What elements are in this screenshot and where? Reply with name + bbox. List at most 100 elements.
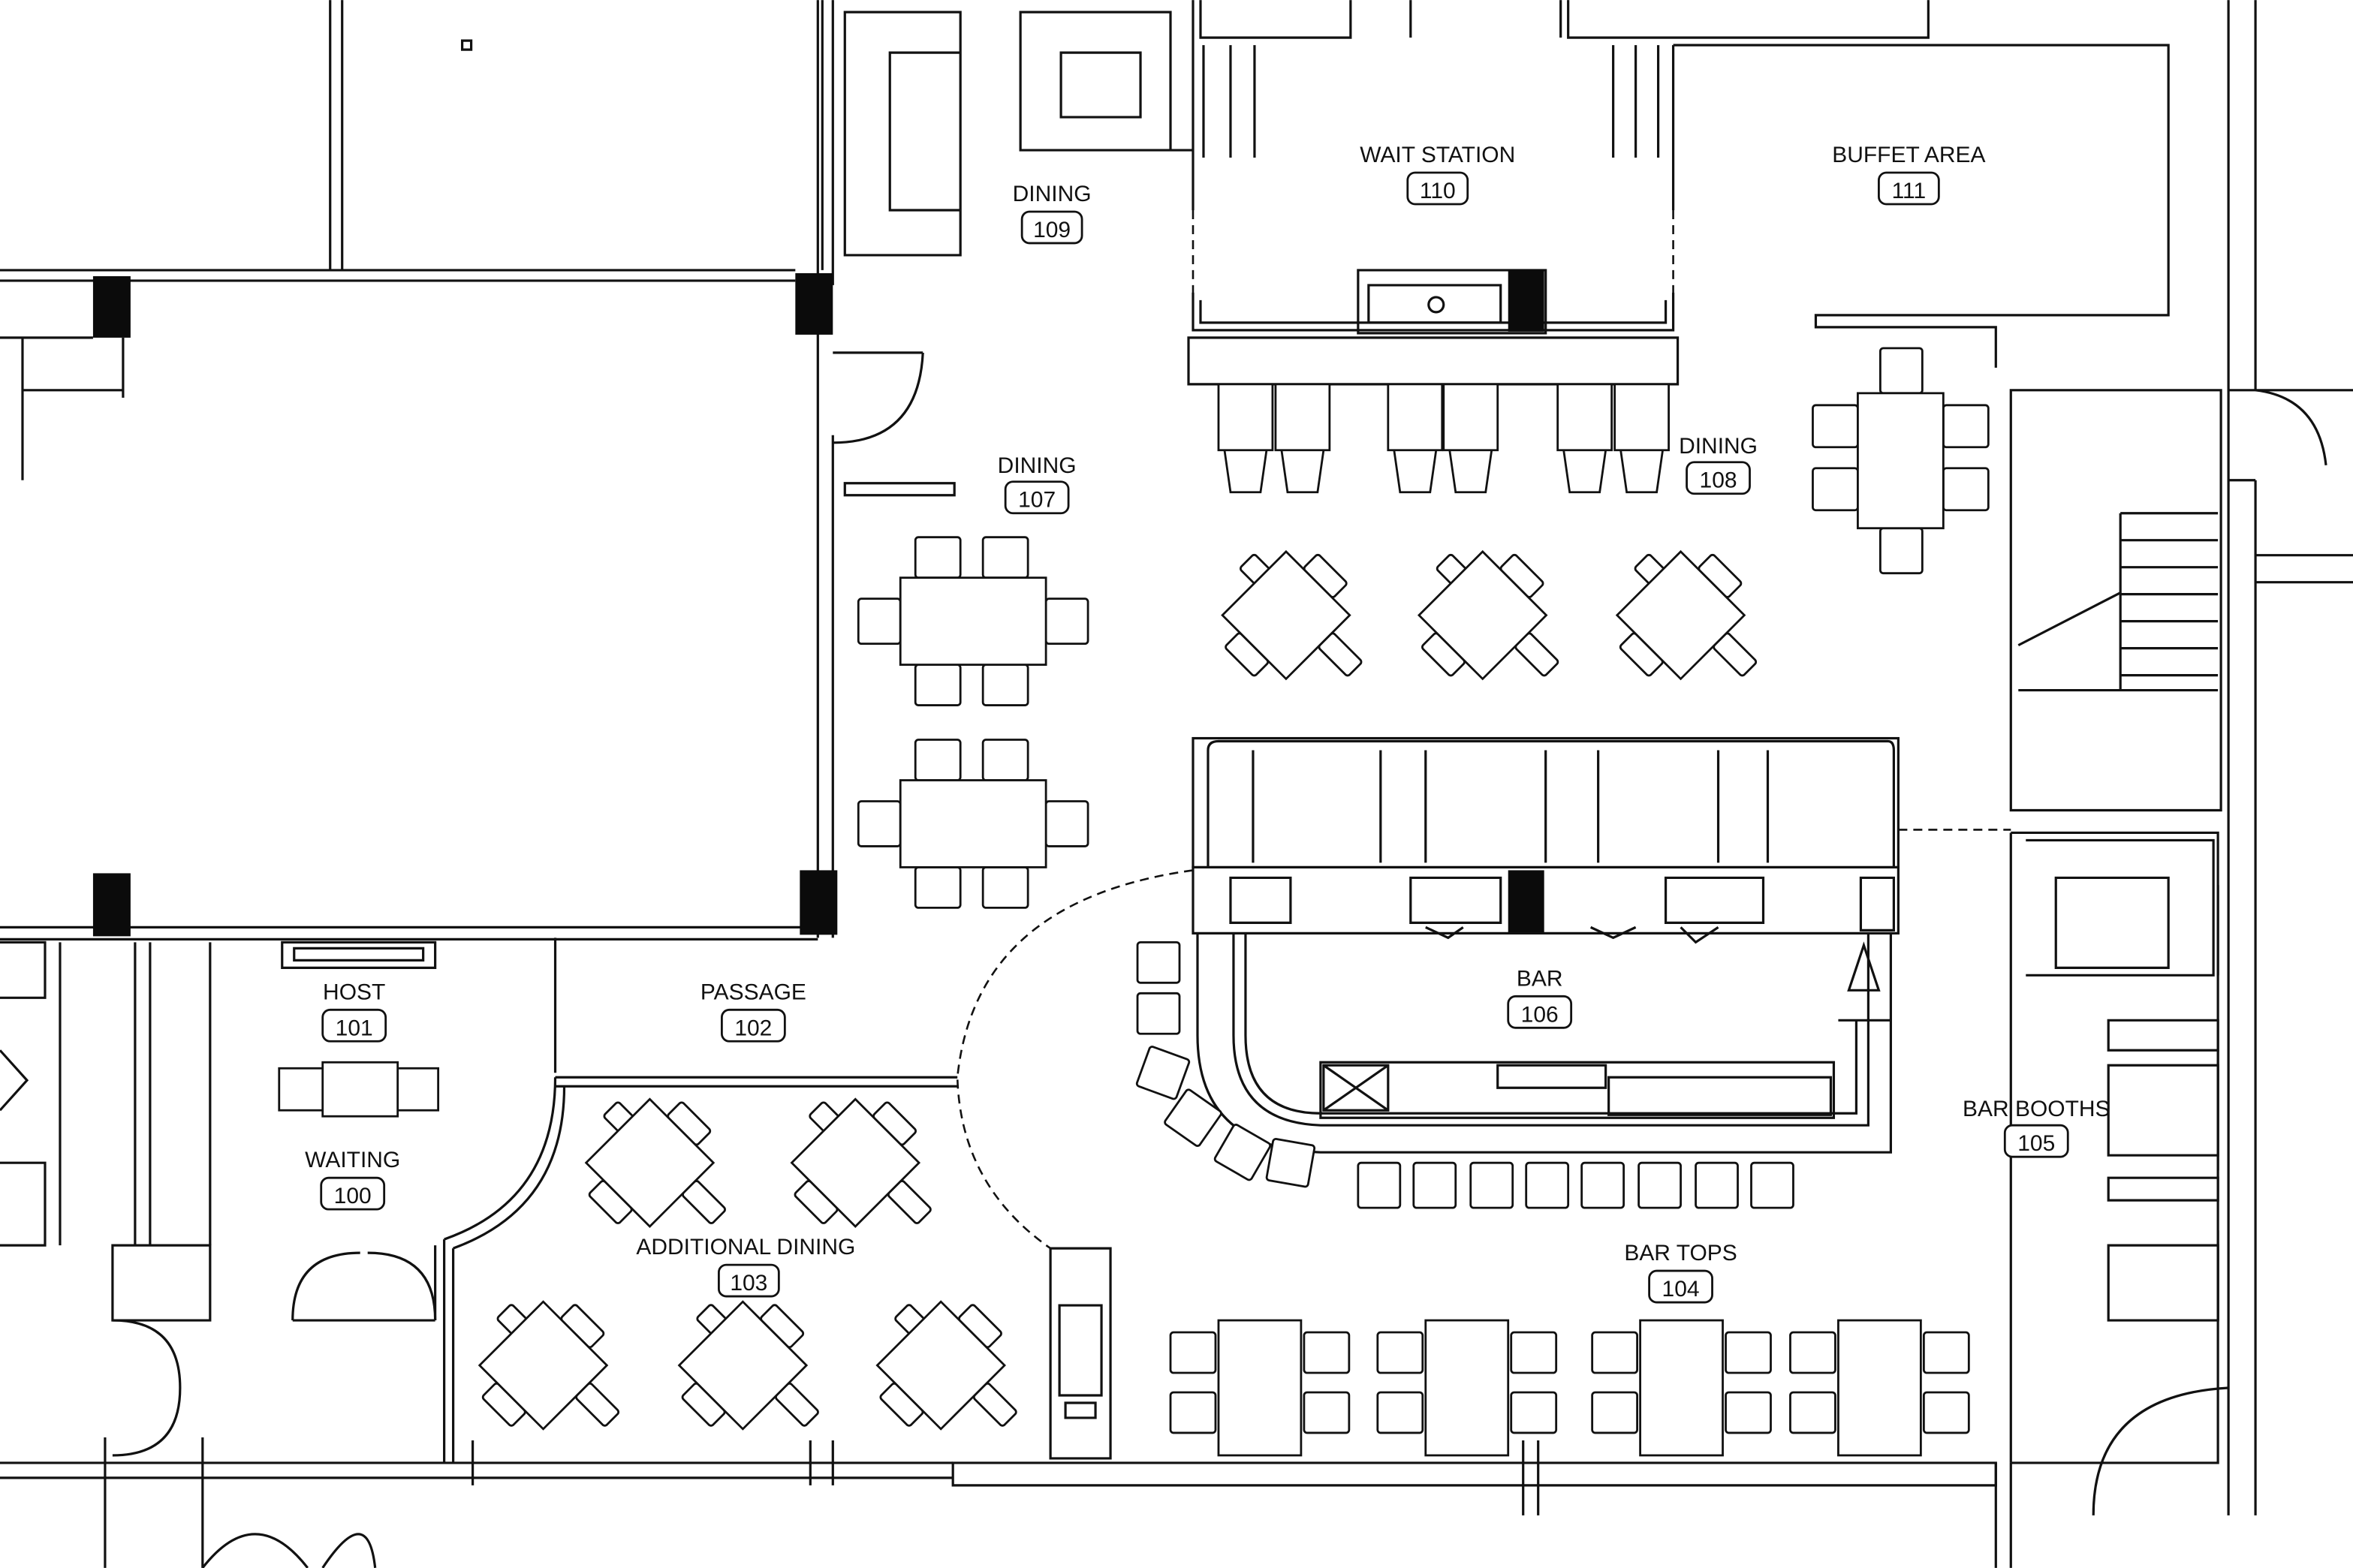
square-table [1221, 549, 1351, 681]
structural-columns [92, 269, 1544, 937]
chair [981, 739, 1029, 781]
room-label-buffet-area-111: BUFFET AREA 111 [1832, 143, 1986, 206]
room-label-bar-booths-105: BAR BOOTHS 105 [1963, 1097, 2110, 1158]
room-name: BAR TOPS [1624, 1241, 1737, 1266]
square-table [1417, 549, 1548, 681]
chair [914, 536, 962, 579]
counter-stool [1387, 383, 1444, 494]
chair [1591, 1391, 1639, 1434]
chair [1265, 1137, 1316, 1188]
square-table-group [1417, 549, 1559, 681]
room-label-host-101: HOST 101 [321, 980, 387, 1043]
rect-table-group [857, 536, 1089, 706]
stool [1442, 383, 1499, 494]
chair [857, 597, 902, 646]
stool [1387, 383, 1444, 494]
room-name: BUFFET AREA [1832, 143, 1985, 167]
bar-top-table-group [1591, 1319, 1772, 1457]
chair [981, 536, 1029, 579]
chair [1725, 1391, 1772, 1434]
room-number: 108 [1700, 468, 1737, 493]
chair [1136, 992, 1181, 1035]
bar-top-table [1424, 1319, 1510, 1457]
chair [1591, 1331, 1639, 1374]
dining-table [1857, 392, 1945, 530]
stool [1274, 383, 1331, 494]
chair [1695, 1161, 1739, 1209]
room-label-dining-109: DINING 109 [1013, 182, 1092, 245]
room-number: 100 [334, 1184, 372, 1208]
room-name: BAR BOOTHS [1963, 1097, 2110, 1121]
room-number: 106 [1521, 1002, 1559, 1027]
room-name: DINING [998, 453, 1077, 478]
counter-stool [1217, 383, 1274, 494]
chair [1637, 1161, 1682, 1209]
bar-top-table-group [1169, 1319, 1351, 1457]
room-name: PASSAGE [700, 980, 806, 1004]
room-name: WAITING [305, 1148, 400, 1172]
counter-stool [1274, 383, 1331, 494]
square-table [1615, 549, 1746, 681]
stool [1556, 383, 1613, 494]
square-table-group [584, 1097, 726, 1228]
room-name: ADDITIONAL DINING [636, 1235, 855, 1260]
chair [1789, 1331, 1836, 1374]
chair [1135, 1046, 1191, 1100]
square-table [677, 1300, 809, 1431]
chair [1136, 940, 1181, 984]
counter-stool [1442, 383, 1499, 494]
room-label-dining-108: DINING 108 [1679, 434, 1758, 495]
square-table [478, 1300, 609, 1431]
dining-table [899, 779, 1047, 868]
chair [1303, 1391, 1351, 1434]
room-label-additional-dining-103: ADDITIONAL DINING 103 [636, 1235, 855, 1298]
room-number: 111 [1892, 179, 1927, 203]
square-table-group [1615, 549, 1758, 681]
square-table-group [790, 1097, 932, 1228]
chair [914, 739, 962, 781]
room-labels: DINING 109 WAIT STATION 110 BUFFET AREA … [305, 143, 2110, 1304]
rect-table-group [1812, 347, 1990, 575]
room-number: 102 [734, 1016, 772, 1040]
bar-stool-group [1135, 1046, 1191, 1100]
room-number: 103 [730, 1271, 767, 1296]
chair [914, 866, 962, 909]
bar-top-table [1837, 1319, 1922, 1457]
room-number: 105 [2017, 1131, 2055, 1156]
room-number: 107 [1018, 488, 1056, 513]
chair [1169, 1391, 1217, 1434]
counter-stool [1613, 383, 1670, 494]
chair [1303, 1331, 1351, 1374]
bar-stool-group [1213, 1124, 1272, 1181]
chair [1510, 1391, 1558, 1434]
dining-table [899, 576, 1047, 667]
chair [857, 800, 902, 847]
square-table [584, 1097, 716, 1228]
room-name: WAIT STATION [1360, 143, 1515, 167]
chair [981, 866, 1029, 909]
room-label-bar-tops-104: BAR TOPS 104 [1624, 1241, 1737, 1304]
chair [1812, 467, 1859, 512]
chair [914, 664, 962, 706]
chair [1922, 1331, 1970, 1374]
host-desk-group [278, 1061, 440, 1118]
bar-counter [956, 736, 1900, 1250]
bar-stool-group [1164, 1088, 1222, 1148]
room-name: HOST [323, 980, 385, 1004]
square-table [875, 1300, 1006, 1431]
room-number: 101 [336, 1016, 373, 1040]
room-label-bar-106: BAR 106 [1507, 966, 1573, 1029]
chair [1812, 404, 1859, 449]
stool [1613, 383, 1670, 494]
room-label-dining-107: DINING 107 [998, 453, 1077, 515]
rect-table-group [857, 739, 1089, 909]
stool [1217, 383, 1274, 494]
furniture [278, 347, 1990, 1457]
room-label-waiting-100: WAITING 100 [305, 1148, 400, 1211]
room-number: 110 [1420, 179, 1456, 203]
square-table-group [1221, 549, 1363, 681]
chair [1942, 404, 1990, 449]
chair [1510, 1331, 1558, 1374]
chair [1750, 1161, 1794, 1209]
chair [1044, 597, 1089, 646]
